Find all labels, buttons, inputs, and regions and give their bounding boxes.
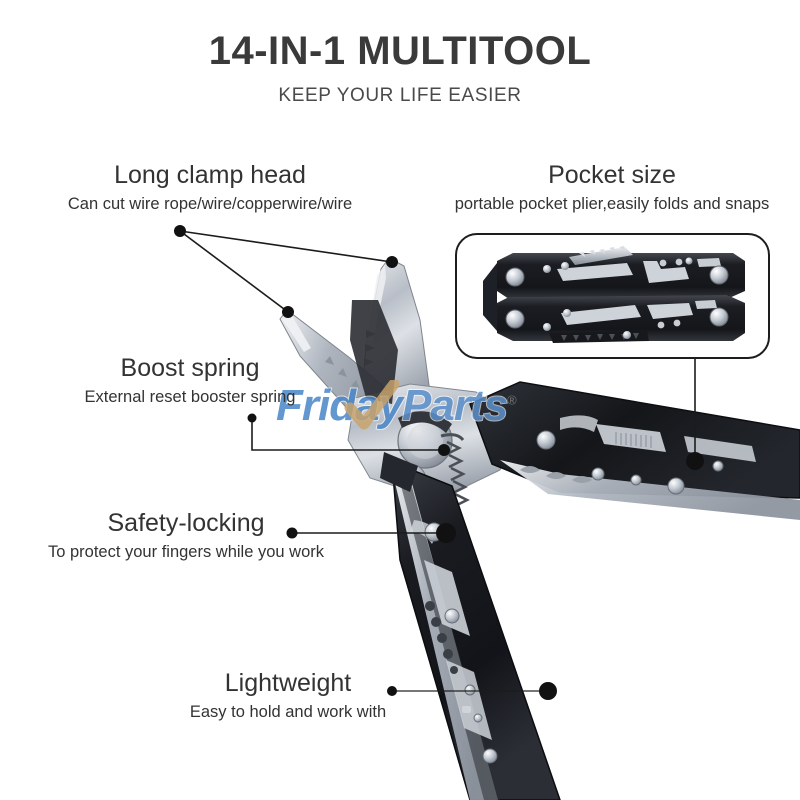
callout-safety-locking: Safety-locking To protect your fingers w… [16, 509, 356, 562]
callout-long-clamp-head: Long clamp head Can cut wire rope/wire/c… [40, 161, 380, 214]
callout-description: Can cut wire rope/wire/copperwire/wire [67, 194, 353, 213]
left-handle [391, 460, 561, 800]
callout-description: To protect your fingers while you work [47, 542, 325, 561]
checkmark-icon [344, 380, 400, 430]
callout-description: Easy to hold and work with [189, 702, 387, 721]
page-subtitle: KEEP YOUR LIFE EASIER [278, 85, 522, 106]
right-handle [469, 381, 800, 520]
watermark-text-secondary: Parts [401, 380, 509, 431]
folded-multitool-photo [483, 246, 745, 343]
callout-boost-spring: Boost spring External reset booster spri… [30, 354, 350, 407]
callout-lightweight: Lightweight Easy to hold and work with [182, 669, 394, 722]
boost-spring-coil [440, 433, 470, 508]
callout-pocket-size: Pocket size portable pocket plier,easily… [432, 161, 792, 214]
callout-title: Safety-locking [107, 509, 265, 537]
callout-title: Pocket size [548, 161, 676, 189]
callout-title: Boost spring [120, 354, 260, 382]
pocket-size-inset-box [455, 233, 770, 359]
header: 14-IN-1 MULTITOOL KEEP YOUR LIFE EASIER [0, 0, 800, 107]
registered-trademark-icon: ® [507, 392, 517, 408]
folded-bottom-half [497, 295, 745, 343]
callout-description: portable pocket plier,easily folds and s… [454, 194, 770, 213]
callout-title: Lightweight [224, 669, 352, 697]
page-title: 14-IN-1 MULTITOOL [208, 29, 592, 73]
callout-description: External reset booster spring [84, 387, 296, 406]
callout-title: Long clamp head [114, 161, 306, 189]
brand-watermark: FridayParts® [275, 380, 517, 431]
folded-top-half [497, 246, 745, 299]
